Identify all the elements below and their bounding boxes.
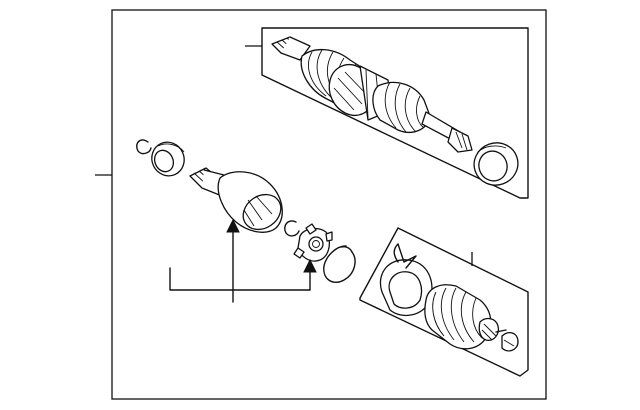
callout-arrowhead-left (226, 218, 240, 233)
dust-seal-right (473, 142, 519, 186)
lower-boot-kit (359, 227, 529, 377)
snap-ring-housing (284, 220, 300, 237)
small-clip (495, 329, 519, 352)
inner-cv-joint-housing (189, 167, 283, 233)
boot-band-clamp (379, 243, 433, 317)
snap-ring-small-left (136, 139, 152, 155)
lower-boot (424, 284, 500, 350)
upper-boot-inner (372, 81, 431, 133)
dust-seal-left (151, 141, 185, 177)
upper-axle-assembly (245, 27, 529, 199)
upper-shaft (421, 111, 473, 153)
callout-arrowhead-right (303, 258, 317, 273)
callout-bracket-line (169, 267, 311, 291)
lower-kit-outline (359, 227, 529, 377)
callout-bracket (169, 218, 317, 303)
snap-ring-large (323, 245, 356, 284)
upper-spline-stub (271, 36, 311, 61)
upper-assembly-outline (261, 27, 529, 199)
tripod-joint (293, 223, 333, 262)
diagram-frame (111, 9, 547, 400)
